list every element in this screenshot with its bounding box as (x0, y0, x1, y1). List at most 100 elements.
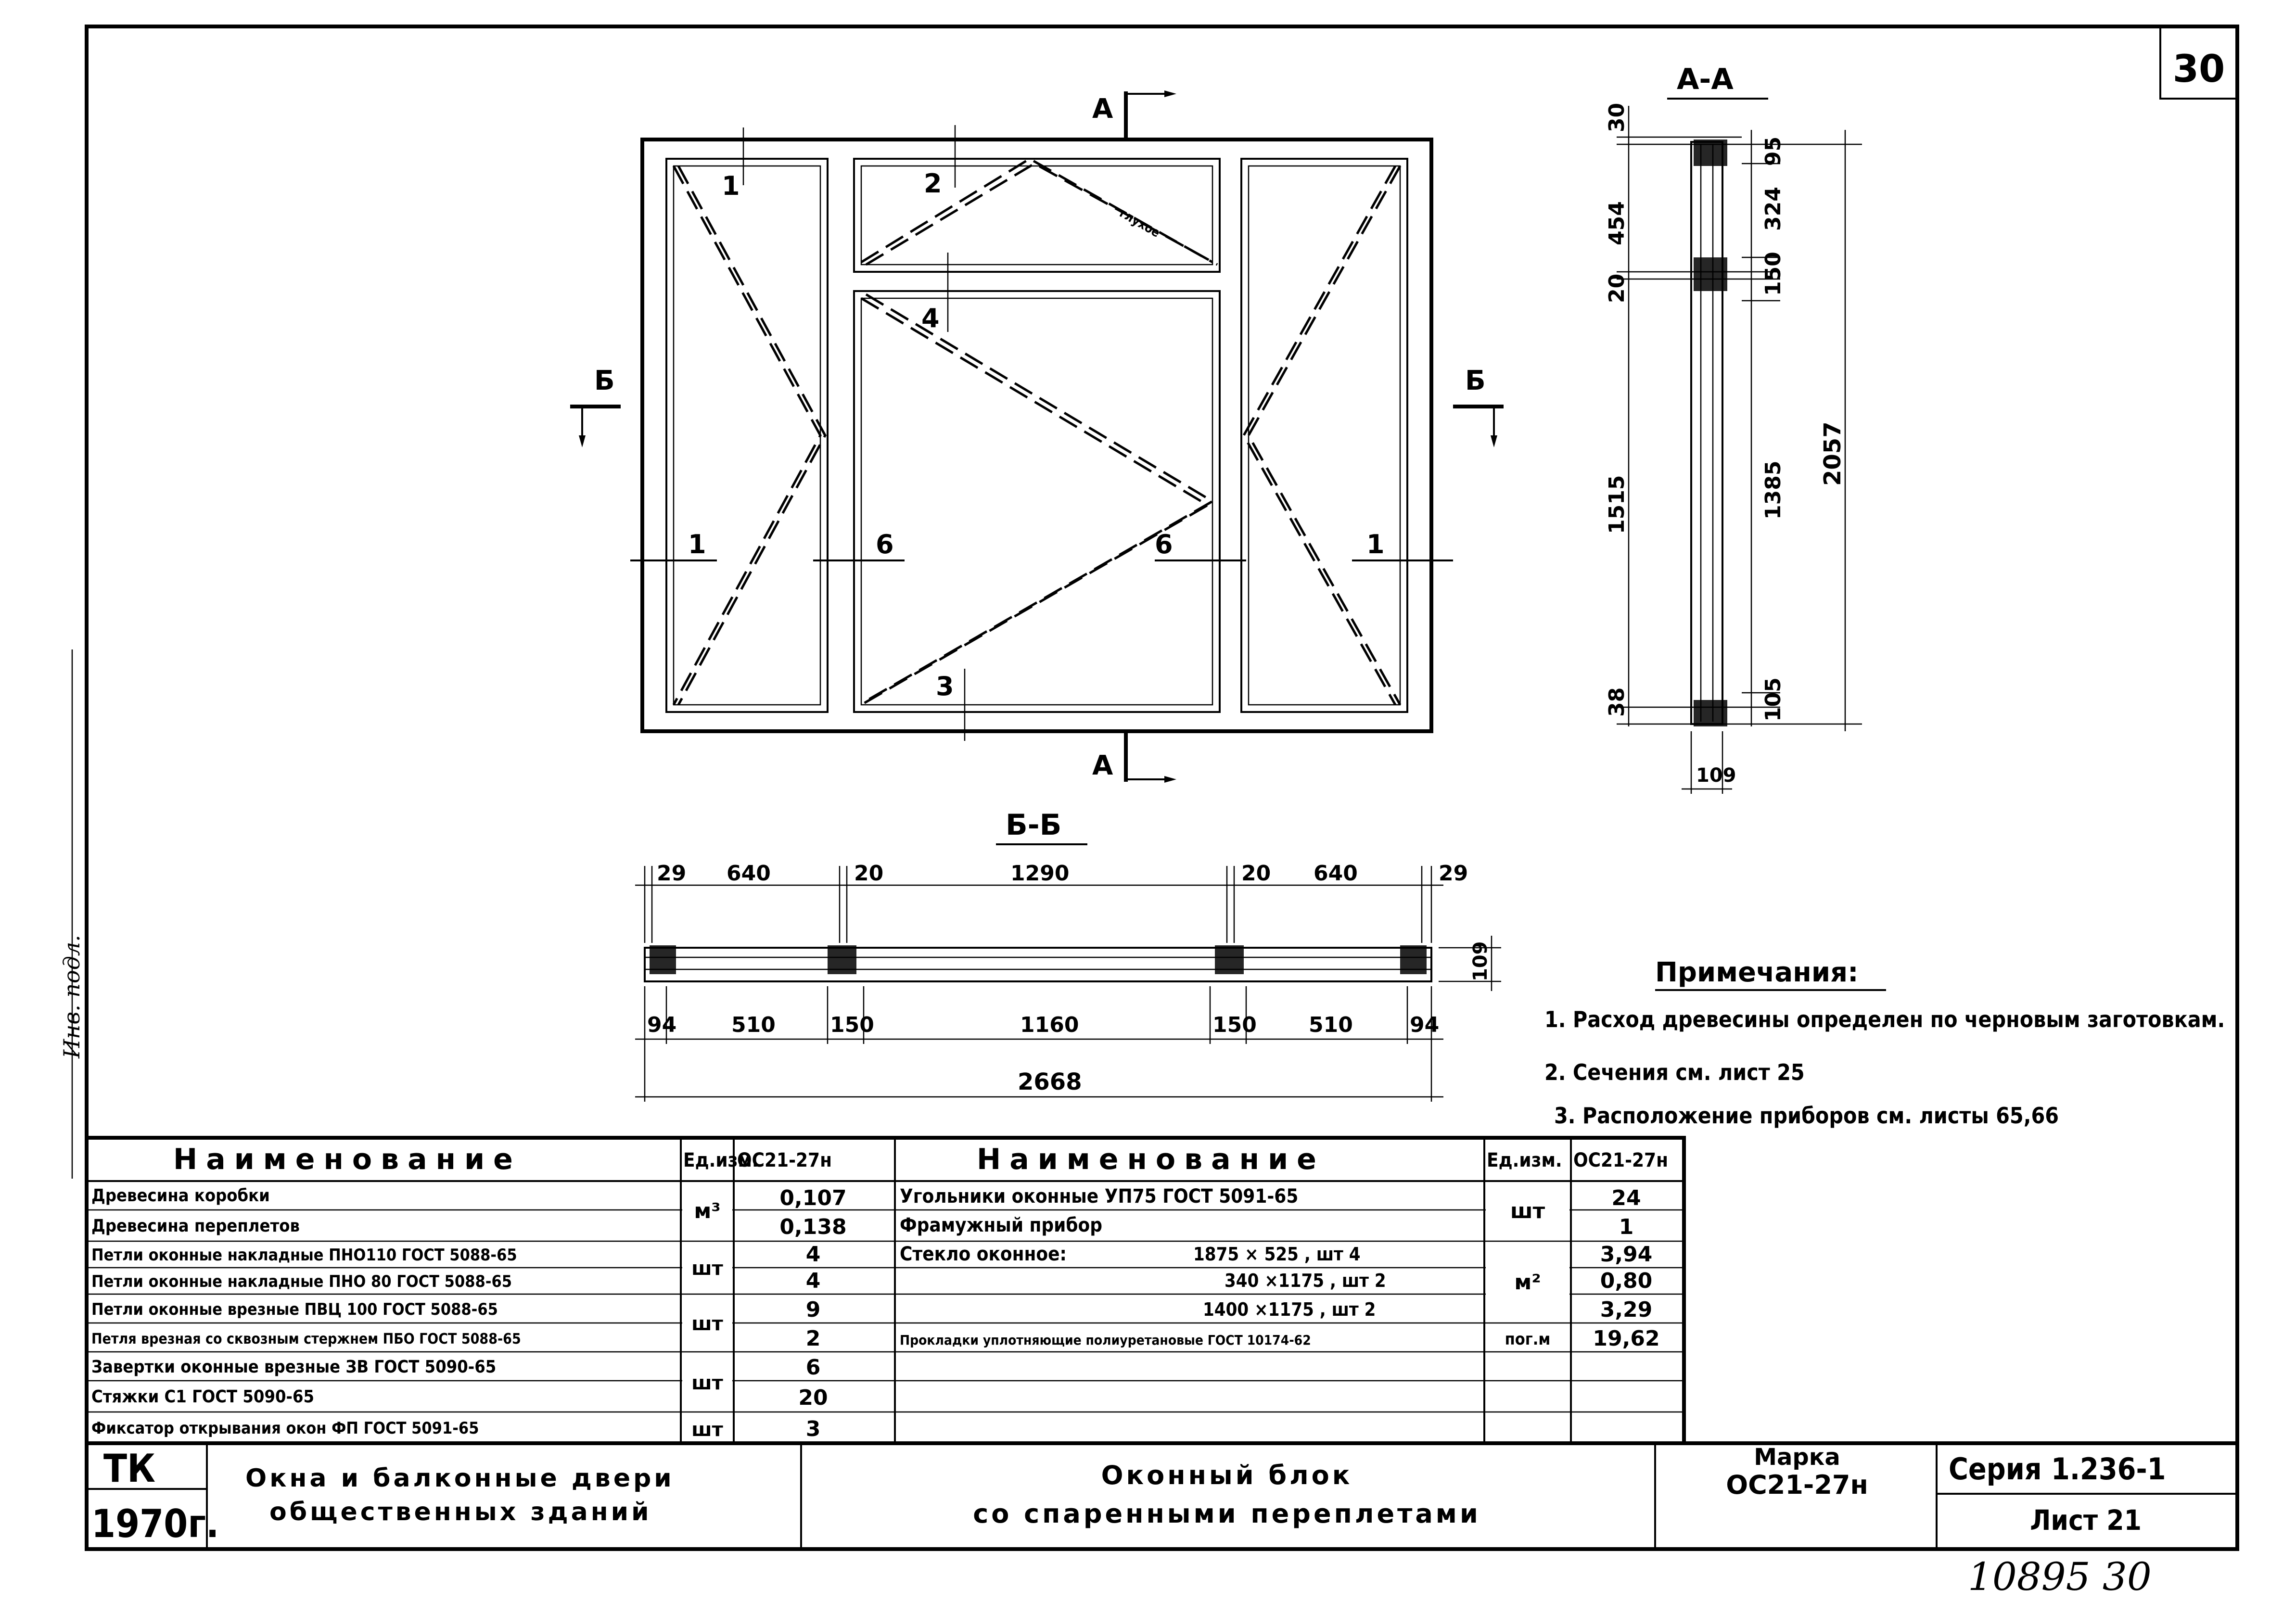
spec-right-row-1-name: Фрамужный прибор (900, 1214, 1102, 1236)
project-line-1: Окна и балконные двери (245, 1464, 675, 1493)
section-aa: А-А 30 454 20 1515 38 95 324 150 1385 10… (1605, 63, 1862, 794)
right-opening-lines (1247, 165, 1402, 706)
section-bb-title: Б-Б (1006, 808, 1061, 842)
mark-label: Марка (1754, 1444, 1840, 1471)
notes: Примечания: 1. Расход древесины определе… (1544, 957, 2225, 1129)
pane-mark-2: 2 (924, 168, 942, 199)
bb-top-dim-29-left: 29 (657, 861, 686, 886)
spec-header-name-left: Наименование (173, 1143, 522, 1176)
bb-top-dim-29-right: 29 (1439, 861, 1468, 886)
spec-right-row-5-name: Прокладки уплотняющие полиуретановые ГОС… (900, 1332, 1311, 1348)
margin-note: Инв. подл. (59, 935, 85, 1059)
bb-top-dim-640-right: 640 (1314, 861, 1358, 886)
aa-dim-454: 454 (1605, 201, 1629, 245)
note-3: 3. Расположение приборов см. листы 65,66 (1554, 1103, 2059, 1129)
spec-left-row-3-value: 4 (806, 1269, 821, 1293)
spec-left-row-5-value: 2 (806, 1326, 821, 1351)
spec-header-name-right: Наименование (977, 1143, 1325, 1176)
aa-dim-109: 109 (1696, 764, 1736, 787)
aa-dim-105: 105 (1761, 677, 1786, 722)
spec-header-unit-left: Ед.изм. (683, 1149, 759, 1171)
bb-top-dim-20-right: 20 (1241, 861, 1271, 886)
bb-dim-2668: 2668 (1018, 1068, 1082, 1095)
cut-mark-1-right: 1 (1366, 529, 1385, 559)
bb-bot-dim-510-left: 510 (731, 1013, 776, 1037)
spec-right-row-5-value: 19,62 (1593, 1326, 1659, 1351)
spec-right-row-1-value: 1 (1619, 1215, 1634, 1239)
right-sash (1240, 158, 1408, 713)
aa-dim-1385: 1385 (1761, 461, 1786, 520)
spec-table: Наименование Ед.изм. ОС21-27н Наименован… (85, 1136, 1686, 1445)
spec-right-row-4-sub: 1400 ×1175 , шт 2 (1203, 1299, 1376, 1320)
bb-top-dim-20-left: 20 (854, 861, 883, 886)
note-1: 1. Расход древесины определен по черновы… (1544, 1006, 2225, 1032)
spec-left-row-8-name: Фиксатор открывания окон ФП ГОСТ 5091-65 (91, 1419, 479, 1438)
spec-header-mark-right: ОС21-27н (1573, 1149, 1668, 1171)
spec-header-unit-right: Ед.изм. (1487, 1149, 1562, 1171)
spec-right-unit-2: пог.м (1505, 1330, 1551, 1349)
aa-frame-profile (1690, 141, 1723, 725)
bb-bot-dim-150-left: 150 (830, 1013, 874, 1037)
bb-frame-profile (644, 947, 1432, 982)
section-aa-title: А-А (1677, 63, 1734, 96)
spec-left-row-0-name: Древесина коробки (91, 1186, 270, 1206)
center-sash (853, 290, 1221, 713)
cut-a-top: А (1092, 93, 1113, 125)
cut-a-bottom: А (1092, 750, 1113, 781)
aa-dim-95: 95 (1761, 137, 1786, 166)
spec-left-row-0-value: 0,107 (779, 1186, 846, 1210)
spec-right-row-4-value: 3,29 (1600, 1297, 1653, 1322)
transom-sash (853, 158, 1221, 273)
center-opening-lines (860, 297, 1210, 706)
left-opening-lines (672, 165, 822, 706)
aa-dim-38: 38 (1605, 687, 1629, 717)
sheet-frame (85, 25, 2239, 1551)
spec-left-row-7-value: 20 (798, 1386, 828, 1410)
cut-b-left: Б (594, 365, 615, 396)
spec-left-unit-3: шт (691, 1372, 723, 1394)
spec-left-row-4-name: Петли оконные врезные ПВЦ 100 ГОСТ 5088-… (91, 1300, 498, 1319)
spec-left-row-4-value: 9 (806, 1297, 821, 1322)
bb-bot-dim-94-right: 94 (1410, 1013, 1439, 1037)
aa-dim-2057: 2057 (1819, 421, 1846, 486)
window-frame-outer (640, 138, 1433, 733)
note-2: 2. Сечения см. лист 25 (1544, 1059, 1805, 1085)
bb-bot-dim-510-right: 510 (1309, 1013, 1353, 1037)
year: 1970г. (91, 1501, 219, 1546)
spec-left-unit-4: шт (691, 1419, 723, 1441)
spec-right-row-3-value: 0,80 (1600, 1269, 1653, 1293)
drawing-title-1: Оконный блок (1101, 1460, 1353, 1490)
bb-bot-dim-1160: 1160 (1020, 1013, 1079, 1037)
spec-right-unit-0: шт (1510, 1199, 1545, 1223)
sheet-number-box (2159, 25, 2238, 100)
spec-left-row-2-name: Петли оконные накладные ПНО110 ГОСТ 5088… (91, 1246, 517, 1265)
spec-left-row-6-value: 6 (806, 1355, 821, 1380)
notes-title: Примечания: (1655, 957, 1858, 988)
bb-top-dim-640-left: 640 (727, 861, 771, 886)
spec-right-row-0-value: 24 (1611, 1186, 1641, 1210)
spec-right-unit-1: м² (1514, 1270, 1541, 1295)
spec-right-row-0-name: Угольники оконные УП75 ГОСТ 5091-65 (900, 1185, 1298, 1208)
window-elevation: глухое 1 2 4 3 1 6 6 1 А А Б (570, 90, 1504, 783)
cut-mark-1-left: 1 (688, 529, 706, 559)
spec-left-row-1-name: Древесина переплетов (91, 1216, 300, 1236)
spec-left-row-3-name: Петли оконные накладные ПНО 80 ГОСТ 5088… (91, 1272, 512, 1291)
cut-mark-6-left: 6 (876, 529, 894, 559)
spec-left-row-5-name: Петля врезная со сквозным стержнем ПБО Г… (91, 1331, 521, 1348)
bb-dim-109: 109 (1469, 941, 1492, 982)
series: Серия 1.236-1 (1949, 1451, 2166, 1487)
aa-dim-30: 30 (1605, 103, 1629, 132)
cut-b-right: Б (1465, 365, 1486, 396)
spec-left-row-7-name: Стяжки С1 ГОСТ 5090-65 (91, 1387, 314, 1407)
spec-left-row-2-value: 4 (806, 1242, 821, 1267)
pane-mark-4: 4 (921, 303, 940, 333)
sheet: Лист 21 (2030, 1504, 2142, 1537)
spec-left-unit-2: шт (691, 1313, 723, 1335)
drawing-title-2: со спаренными переплетами (973, 1499, 1481, 1529)
spec-left-unit-1: шт (691, 1258, 723, 1280)
pane-mark-3: 3 (936, 671, 954, 701)
spec-right-row-2-sub: 1875 × 525 , шт 4 (1193, 1244, 1361, 1265)
pane-mark-1: 1 (722, 171, 740, 201)
spec-right-row-2-name: Стекло оконное: (900, 1243, 1067, 1265)
